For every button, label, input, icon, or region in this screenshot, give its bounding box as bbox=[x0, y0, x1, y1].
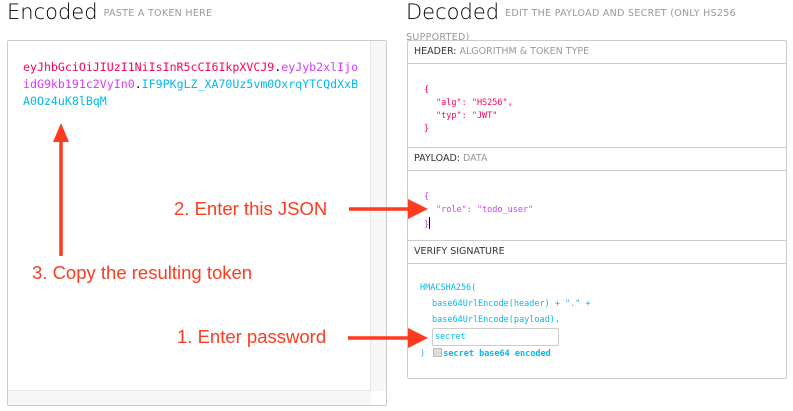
text-cursor bbox=[429, 217, 431, 229]
header-section-title: HEADER: ALGORITHM & TOKEN TYPE bbox=[408, 41, 786, 64]
json-line: } bbox=[424, 124, 430, 134]
payload-json-editor[interactable]: { "role": "todo_user" } bbox=[408, 171, 786, 241]
code-line: base64UrlEncode(header) + "." + bbox=[432, 299, 591, 309]
vertical-scrollbar[interactable] bbox=[370, 41, 386, 391]
decoded-subtitle: EDIT THE PAYLOAD AND SECRET (ONLY HS256 … bbox=[406, 8, 736, 43]
horizontal-scrollbar[interactable] bbox=[8, 390, 371, 405]
code-close-paren: ) bbox=[420, 349, 426, 359]
code-line: base64UrlEncode(payload), bbox=[432, 315, 560, 325]
annotation-step1: 1. Enter password bbox=[177, 326, 327, 347]
payload-section-title: PAYLOAD: DATA bbox=[408, 148, 786, 171]
token-dot: . bbox=[134, 77, 142, 91]
token-dot: . bbox=[274, 60, 282, 74]
verify-signature-body: HMACSHA256( base64UrlEncode(header) + ".… bbox=[408, 264, 786, 376]
annotation-step2: 2. Enter this JSON bbox=[174, 198, 328, 219]
json-line: "typ": "JWT" bbox=[436, 111, 498, 121]
encoded-token-editor[interactable]: eyJhbGciOiJIUzI1NiIsInR5cCI6IkpXVCJ9.eyJ… bbox=[7, 40, 387, 406]
json-line: "alg": "HS256", bbox=[436, 98, 513, 108]
token-payload: eyJyb2xlIjoidG9kb191c2VyIn0 bbox=[23, 60, 359, 91]
token-signature: IF9PKgLZ_XA70Uz5vm0OxrqYTCQdXxBA0Oz4uK8l… bbox=[23, 77, 359, 108]
annotation-step3: 3. Copy the resulting token bbox=[32, 262, 253, 283]
json-line: { bbox=[424, 192, 430, 202]
decoded-panel: HEADER: ALGORITHM & TOKEN TYPE { "alg": … bbox=[407, 40, 787, 379]
checkbox-label[interactable]: secret base64 encoded bbox=[443, 349, 551, 359]
json-line: { bbox=[424, 85, 430, 95]
secret-input[interactable]: secret bbox=[432, 328, 559, 346]
json-line: "role": "todo_user" bbox=[436, 205, 534, 215]
header-json-editor[interactable]: { "alg": "HS256", "typ": "JWT" } bbox=[408, 64, 786, 148]
base64-checkbox[interactable] bbox=[433, 348, 443, 357]
code-line: HMACSHA256( bbox=[420, 283, 477, 293]
json-line: } bbox=[424, 217, 786, 232]
verify-section-title: VERIFY SIGNATURE bbox=[408, 241, 786, 264]
encoded-subtitle: PASTE A TOKEN HERE bbox=[103, 8, 213, 19]
token-text[interactable]: eyJhbGciOiJIUzI1NiIsInR5cCI6IkpXVCJ9.eyJ… bbox=[23, 59, 363, 110]
token-header: eyJhbGciOiJIUzI1NiIsInR5cCI6IkpXVCJ9 bbox=[23, 60, 275, 74]
